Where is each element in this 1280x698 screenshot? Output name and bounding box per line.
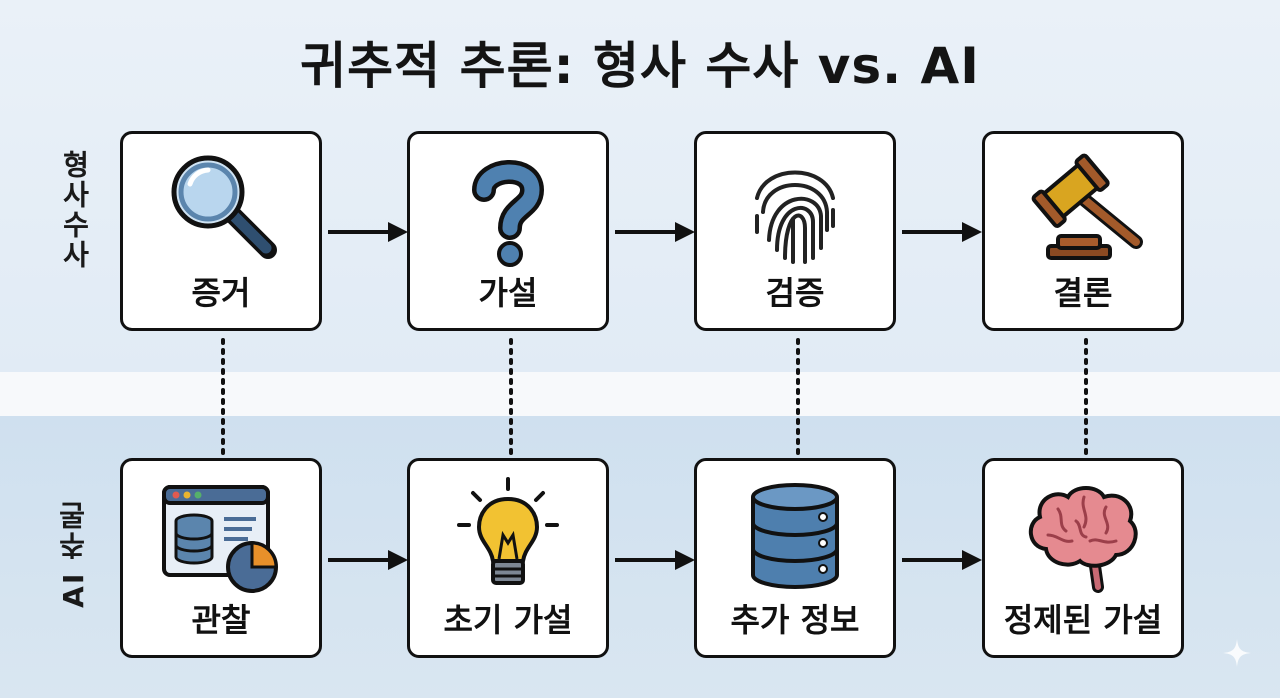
dotted-connector-4 [1084, 338, 1088, 458]
arrow-hypothesis-to-verification [615, 222, 695, 242]
database-icon [697, 477, 893, 597]
arrow-additional-info-to-refined-hypothesis [902, 550, 982, 570]
fingerprint-icon [697, 150, 893, 270]
dotted-connector-1 [221, 338, 225, 458]
lightbulb-icon [410, 477, 606, 597]
step-label-hypothesis: 가설 [478, 274, 538, 312]
card-observation: 관찰 [120, 458, 322, 658]
step-label-initial-hypothesis: 초기 가설 [443, 601, 573, 639]
sparkle-icon [1223, 639, 1251, 667]
step-label-additional-info: 추가 정보 [730, 601, 860, 639]
gavel-icon [985, 150, 1181, 270]
step-label-evidence: 증거 [191, 274, 251, 312]
card-additional-info: 추가 정보 [694, 458, 896, 658]
brain-icon [985, 477, 1181, 597]
dotted-connector-3 [796, 338, 800, 458]
arrow-verification-to-conclusion [902, 222, 982, 242]
arrow-initial-hypothesis-to-additional-info [615, 550, 695, 570]
card-refined-hypothesis: 정제된 가설 [982, 458, 1184, 658]
card-evidence: 증거 [120, 131, 322, 331]
step-label-refined-hypothesis: 정제된 가설 [1003, 601, 1163, 639]
question-mark-icon [410, 150, 606, 270]
dotted-connector-2 [509, 338, 513, 458]
card-verification: 검증 [694, 131, 896, 331]
arrow-evidence-to-hypothesis [328, 222, 408, 242]
card-initial-hypothesis: 초기 가설 [407, 458, 609, 658]
arrow-observation-to-initial-hypothesis [328, 550, 408, 570]
row-label-ai: AI 추론 [57, 500, 90, 608]
data-dashboard-icon [123, 477, 319, 597]
card-conclusion: 결론 [982, 131, 1184, 331]
step-label-observation: 관찰 [191, 601, 251, 639]
step-label-verification: 검증 [765, 274, 825, 312]
step-label-conclusion: 결론 [1053, 274, 1113, 312]
diagram-title: 귀추적 추론: 형사 수사 vs. AI [300, 37, 980, 95]
band-separator [0, 372, 1280, 416]
card-hypothesis: 가설 [407, 131, 609, 331]
magnifying-glass-icon [123, 150, 319, 270]
row-label-detective: 형사수사 [58, 150, 91, 270]
